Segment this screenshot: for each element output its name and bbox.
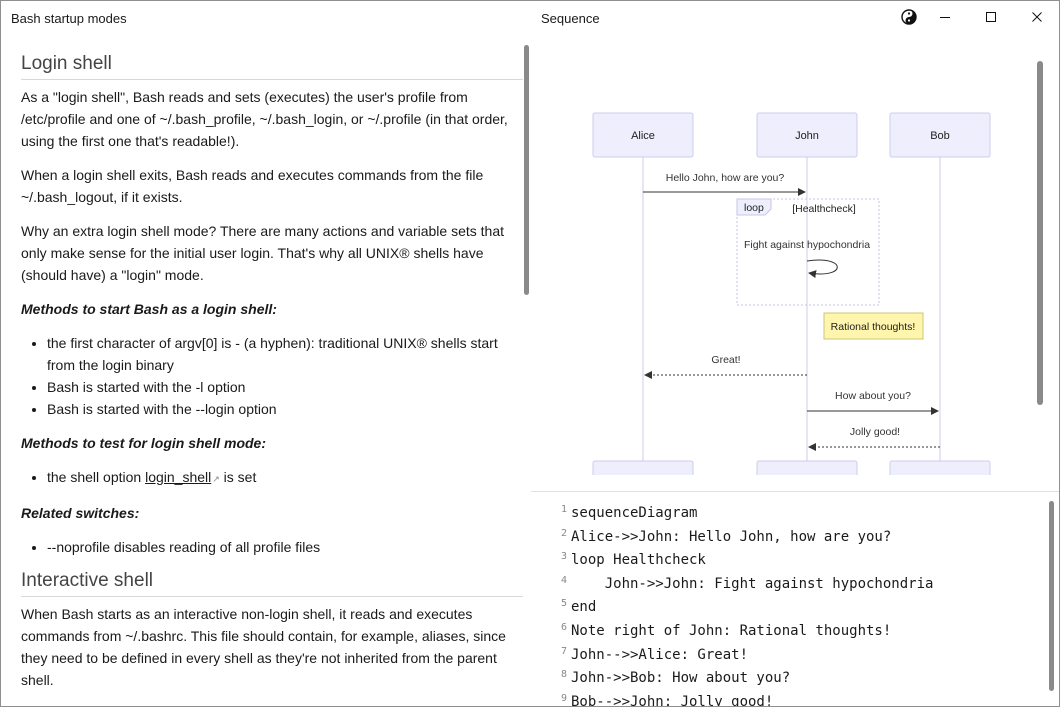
code-text: sequenceDiagram	[571, 505, 698, 521]
message-label: Fight against hypochondria	[744, 239, 870, 251]
subheading-related-switches: Related switches:	[21, 505, 140, 521]
note-box	[823, 312, 924, 340]
minimize-icon	[940, 17, 950, 18]
paragraph: Why an extra login shell mode? There are…	[21, 223, 504, 283]
line-number: 6	[560, 621, 567, 633]
code-text: Alice->>John: Hello John, how are you?	[571, 528, 892, 545]
message-label: Jolly good!	[850, 426, 900, 438]
paragraph: As a "login shell", Bash reads and sets …	[21, 89, 508, 149]
code-line: 4 John->>John: Fight against hypochondri…	[551, 574, 1051, 600]
code-text: John->>Bob: How about you?	[571, 670, 791, 687]
code-line: 6 Note right of John: Rational thoughts!	[551, 621, 1051, 647]
actor-john	[756, 112, 858, 158]
related-list: --noprofile disables reading of all prof…	[21, 536, 523, 558]
pane-divider[interactable]	[531, 491, 1059, 492]
line-number: 7	[560, 645, 567, 657]
list-item: Bash is started with the --login option	[47, 398, 523, 420]
code-line: 3 loop Healthcheck	[551, 551, 1051, 576]
actor-label: Alice	[631, 130, 655, 142]
list-item-text: is set	[219, 469, 257, 485]
line-number: 3	[560, 551, 567, 563]
actor-bob	[889, 112, 991, 158]
code-text: Note right of John: Rational thoughts!	[571, 622, 892, 639]
code-text: Bob-->>John: Jolly good!	[571, 693, 774, 707]
line-number: 5	[560, 598, 567, 610]
list-item: the first character of argv[0] is - (a h…	[47, 332, 523, 376]
diagram-scrollbar[interactable]	[1037, 61, 1043, 405]
line-number: 4	[560, 574, 567, 586]
document-pane: Login shell As a "login shell", Bash rea…	[21, 51, 523, 706]
paragraph: When a login shell exits, Bash reads and…	[21, 167, 484, 205]
loop-condition: [Healthcheck]	[792, 203, 856, 215]
code-editor[interactable]: 1 sequenceDiagram 2 Alice->>John: Hello Jo…	[551, 505, 1051, 707]
code-text: loop Healthcheck	[571, 552, 706, 569]
paragraph: When Bash starts as an interactive non-l…	[21, 606, 506, 688]
methods-start-list: the first character of argv[0] is - (a h…	[21, 332, 523, 420]
close-icon	[1032, 12, 1042, 22]
line-number: 8	[560, 669, 567, 681]
login-shell-link[interactable]: login_shell	[145, 469, 212, 485]
theme-toggle-button[interactable]	[889, 5, 929, 29]
line-number: 1	[560, 505, 567, 515]
list-item: --noprofile disables reading of all prof…	[47, 536, 523, 558]
code-line: 2 Alice->>John: Hello John, how are you?	[551, 527, 1051, 553]
code-text: John->>John: Fight against hypochondria	[571, 575, 934, 592]
code-line: 7 John-->>Alice: Great!	[551, 645, 1051, 671]
heading-login-shell: Login shell	[21, 51, 523, 80]
code-scrollbar[interactable]	[1049, 501, 1054, 691]
external-link-icon: ↗	[212, 474, 220, 484]
code-line: 8 John->>Bob: How about you?	[551, 669, 1051, 694]
message-label: Hello John, how are you?	[666, 172, 785, 184]
message-label: How about you?	[835, 390, 911, 402]
loop-tab	[736, 198, 772, 216]
sequence-diagram: Alice John Bob Hello John, how are you? …	[531, 112, 1051, 481]
note-text: Rational thoughts!	[831, 321, 916, 333]
line-number: 2	[560, 527, 567, 539]
right-pane-title: Sequence	[541, 11, 600, 26]
list-item: the shell option login_shell↗ is set	[47, 466, 523, 490]
list-item-text: the shell option	[47, 469, 146, 485]
left-pane-title: Bash startup modes	[11, 11, 127, 26]
close-button[interactable]	[1017, 5, 1057, 29]
actor-label: John	[795, 130, 819, 142]
methods-test-list: the shell option login_shell↗ is set	[21, 466, 523, 490]
self-message-arrow	[806, 259, 838, 279]
message-label: Great!	[711, 354, 740, 366]
theme-icon	[901, 9, 917, 25]
line-number: 9	[560, 692, 567, 704]
loop-label: loop	[744, 202, 764, 214]
list-item: Bash is started with the -l option	[47, 376, 523, 398]
subheading-methods-test: Methods to test for login shell mode:	[21, 435, 266, 451]
actor-alice	[592, 112, 694, 158]
diagram-clip	[531, 475, 1051, 481]
code-line: 1 sequenceDiagram	[551, 505, 1051, 529]
code-text: John-->>Alice: Great!	[571, 646, 749, 663]
actor-label: Bob	[930, 130, 950, 142]
document-scrollbar[interactable]	[524, 45, 529, 295]
maximize-icon	[986, 12, 996, 22]
code-text: end	[571, 599, 597, 616]
maximize-button[interactable]	[971, 5, 1011, 29]
subheading-methods-start: Methods to start Bash as a login shell:	[21, 301, 277, 317]
minimize-button[interactable]	[925, 5, 965, 29]
code-line: 9 Bob-->>John: Jolly good!	[551, 692, 1051, 707]
code-line: 5 end	[551, 598, 1051, 623]
heading-interactive-shell: Interactive shell	[21, 568, 523, 597]
